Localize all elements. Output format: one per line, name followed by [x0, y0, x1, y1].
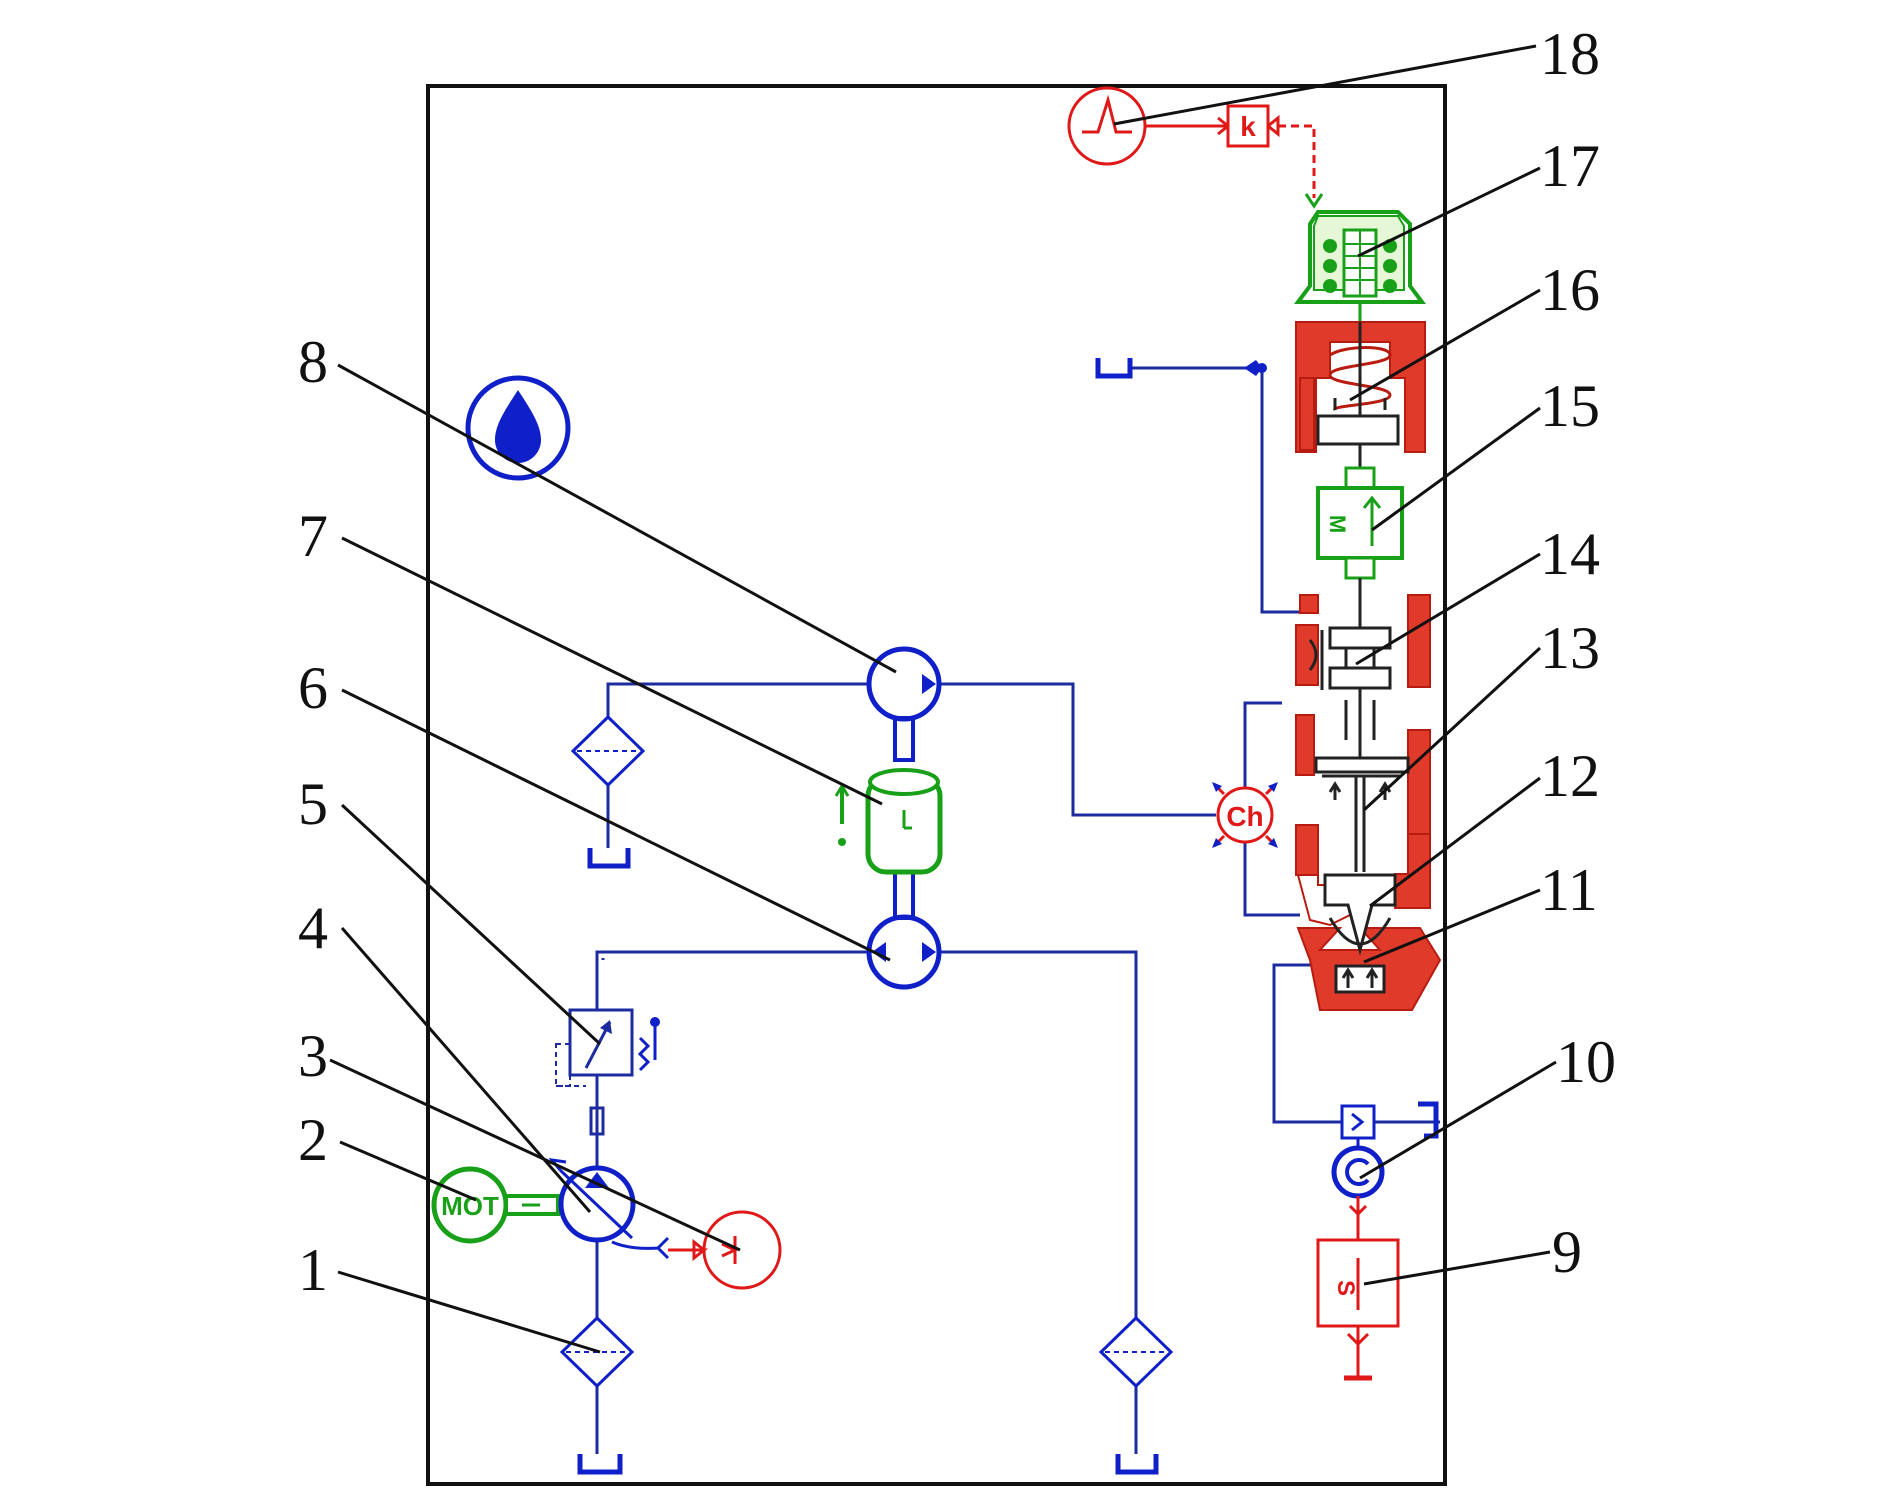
- tank-bottom-right: [1115, 1454, 1159, 1475]
- tank-injector-top: [1095, 358, 1133, 379]
- rotary-inertia: [834, 768, 943, 875]
- callout-13: 13: [1540, 615, 1600, 681]
- callout-15: 15: [1540, 373, 1600, 439]
- electric-motor: MOT: [431, 1166, 560, 1244]
- hydraulic-pump: [548, 1157, 670, 1260]
- hydraulic-motor-lower: [866, 914, 942, 990]
- callout-17: 17: [1540, 133, 1600, 199]
- chamber-label: Ch: [1226, 801, 1263, 832]
- callout-2: 2: [298, 1107, 328, 1173]
- callout-10: 10: [1556, 1029, 1616, 1095]
- leader-lines: [329, 44, 1557, 1354]
- tank-sensor-right: [1418, 1101, 1439, 1139]
- callout-5: 5: [298, 771, 328, 837]
- hydraulic-pump-upper: [866, 646, 942, 722]
- speed-source: [668, 1210, 782, 1290]
- tank-bottom-left: [577, 1454, 623, 1475]
- tank-left-filter: [587, 848, 631, 869]
- chamber-ch: Ch: [1212, 782, 1278, 848]
- callout-8: 8: [298, 329, 328, 395]
- filter-left-upper: [570, 714, 646, 788]
- callout-3: 3: [298, 1023, 328, 1089]
- injector-internals: M: [1308, 322, 1410, 994]
- relief-valve: [555, 1008, 660, 1087]
- sensor-label: S: [1332, 1280, 1359, 1296]
- callout-4: 4: [298, 895, 328, 961]
- callout-9: 9: [1552, 1219, 1582, 1285]
- filter-right: [1098, 1315, 1174, 1389]
- signal-source: k: [1067, 86, 1324, 209]
- callout-16: 16: [1540, 257, 1600, 323]
- gain-label: k: [1240, 111, 1256, 142]
- callout-18: 18: [1540, 21, 1600, 87]
- mass-label: M: [1325, 515, 1350, 533]
- callout-6: 6: [298, 655, 328, 721]
- tank-symbols: [577, 358, 1439, 1475]
- callout-labels: 1 2 3 4 5 6 7 8 9 10 11 12 13 14 15 16 1…: [298, 21, 1616, 1303]
- flow-sensor: [1331, 1104, 1385, 1240]
- motor-label: MOT: [441, 1191, 499, 1221]
- hydraulic-lines: [589, 366, 1440, 1454]
- signal-sink: S: [1316, 1238, 1400, 1381]
- line-junction: [1244, 360, 1267, 376]
- callout-12: 12: [1540, 743, 1600, 809]
- callout-7: 7: [298, 503, 328, 569]
- callout-1: 1: [298, 1237, 328, 1303]
- system-boundary-frame: [426, 84, 1447, 1486]
- solenoid-actuator: [1294, 210, 1426, 322]
- callout-11: 11: [1540, 857, 1598, 923]
- fluid-properties-icon: [465, 375, 571, 481]
- callout-14: 14: [1540, 521, 1600, 587]
